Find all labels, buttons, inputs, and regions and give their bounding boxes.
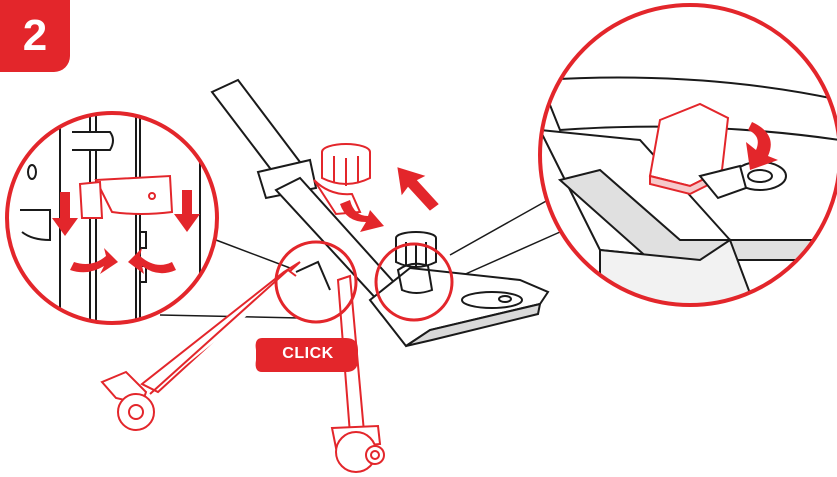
base-plate (368, 266, 550, 348)
legs (100, 261, 382, 450)
click-label: CLICK (282, 345, 334, 362)
curved-arrow (746, 122, 778, 170)
straight-arrow (397, 167, 439, 211)
step-badge: 2 (0, 0, 70, 72)
click-badge-shape (255, 338, 358, 372)
detail-circle-right (538, 3, 837, 307)
detail-circle-left (5, 111, 219, 325)
knob-red (313, 143, 371, 216)
frame-tube (210, 78, 412, 318)
knob-arrows (340, 167, 439, 232)
step-number: 2 (22, 11, 48, 60)
knob-installed (395, 231, 437, 268)
wheels (117, 393, 385, 473)
magnifier-circles (274, 240, 454, 324)
callout-connectors (159, 199, 561, 319)
small-detail-marks (295, 260, 434, 294)
curved-arrow (340, 200, 384, 232)
detail-left-arrows (52, 190, 200, 274)
